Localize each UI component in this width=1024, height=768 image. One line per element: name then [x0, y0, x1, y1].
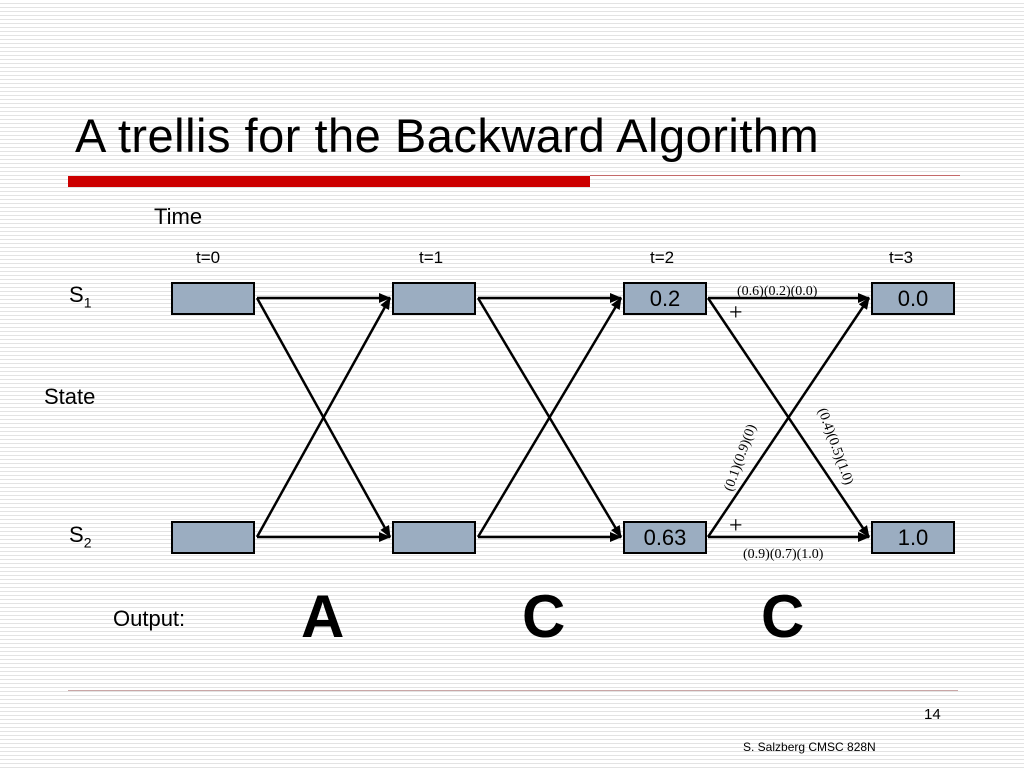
node-s2-t1 — [392, 521, 476, 554]
annotation-top: (0.6)(0.2)(0.0) — [737, 284, 818, 299]
edge-s2-s1-t2 — [706, 297, 871, 538]
time-tick-0: t=0 — [196, 248, 221, 267]
plus-bottom: + — [729, 513, 743, 539]
time-tick-1: t=1 — [419, 248, 444, 267]
node-s1-t0 — [171, 282, 255, 315]
title-underline — [68, 176, 590, 187]
node-s1-t1 — [392, 282, 476, 315]
node-s2-t3: 1.0 — [871, 521, 955, 554]
annotation-diag-up: (0.1)(0.9)(0) — [722, 422, 760, 493]
output-symbol-1: A — [301, 583, 345, 650]
node-s2-t2: 0.63 — [623, 521, 707, 554]
node-s1-t3: 0.0 — [871, 282, 955, 315]
footer-credit: S. Salzberg CMSC 828N — [743, 740, 876, 754]
title-underline-thin — [590, 175, 960, 176]
time-tick-2: t=2 — [650, 248, 675, 267]
edge-s2-s1-t0 — [255, 297, 392, 538]
node-s1-t2: 0.2 — [623, 282, 707, 315]
annotation-bottom: (0.9)(0.7)(1.0) — [743, 547, 824, 562]
time-tick-3: t=3 — [889, 248, 914, 267]
slide-title: A trellis for the Backward Algorithm — [75, 109, 820, 162]
state-s1-label: S1 — [69, 282, 92, 311]
plus-top: + — [729, 300, 743, 326]
output-symbol-3: C — [761, 583, 805, 650]
annotation-diag-down: (0.4)(0.5)(1.0) — [814, 406, 856, 487]
node-s2-t0 — [171, 521, 255, 554]
time-label: Time — [154, 204, 203, 229]
output-symbol-2: C — [522, 583, 566, 650]
output-label: Output: — [113, 606, 186, 631]
page-number: 14 — [924, 706, 941, 723]
edge-s2-s1-t1 — [476, 297, 623, 538]
state-axis-label: State — [44, 384, 96, 409]
state-s2-label: S2 — [69, 522, 92, 551]
footer-divider — [68, 690, 958, 691]
